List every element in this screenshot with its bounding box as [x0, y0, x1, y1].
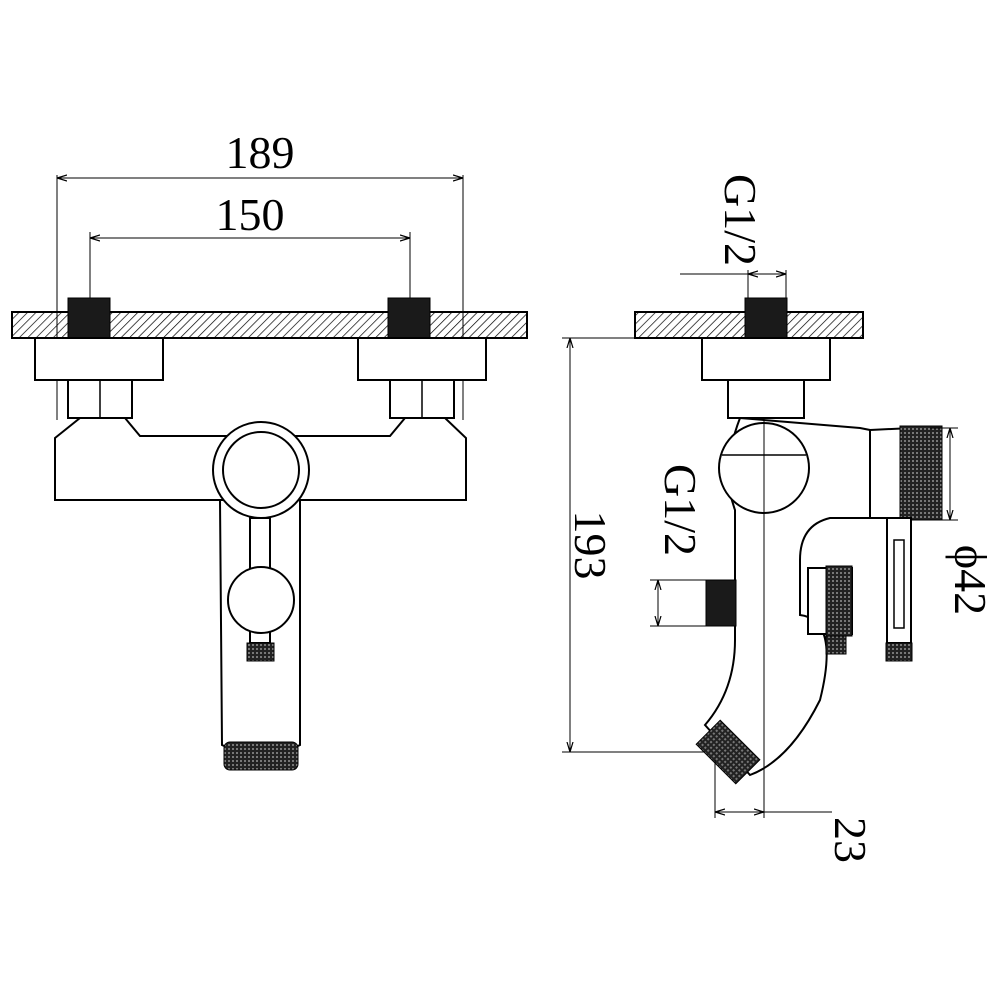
outlet-thread-label: G1/2: [655, 464, 706, 556]
diameter-label: ϕ42: [945, 545, 996, 615]
dimension-150: 150: [89, 189, 411, 300]
hex-nut-right: [389, 379, 455, 419]
side-escutcheon: [701, 337, 831, 381]
escutcheon-right: [357, 337, 487, 381]
side-view: G1/2 193 G1/2: [562, 174, 996, 863]
dimension-outlet-thread: G1/2: [650, 464, 737, 627]
inlet-thread-left: [67, 297, 111, 341]
dimension-189: 189: [56, 127, 464, 420]
hex-nut-left: [67, 379, 133, 419]
height-label: 193: [565, 511, 616, 580]
handle-lever: [227, 517, 295, 662]
inlet-thread-right: [387, 297, 431, 341]
side-handle: [869, 425, 943, 662]
escutcheon-left: [34, 337, 164, 381]
dimension-189-label: 189: [226, 127, 295, 178]
diverter-knob: [807, 565, 853, 655]
dimension-150-label: 150: [216, 189, 285, 240]
dimension-diameter: ϕ42: [930, 427, 996, 615]
dimension-inlet-thread: G1/2: [680, 174, 787, 300]
inlet-thread-label: G1/2: [715, 174, 766, 266]
front-view: 189 150: [11, 127, 528, 771]
side-inlet-thread: [744, 297, 788, 341]
dimension-23: 23: [714, 418, 876, 863]
handle-disc: [212, 421, 310, 519]
spout-aerator: [695, 719, 761, 785]
dimension-193: 193: [562, 337, 720, 753]
offset-label: 23: [825, 817, 876, 863]
side-hex-nut: [727, 379, 805, 419]
